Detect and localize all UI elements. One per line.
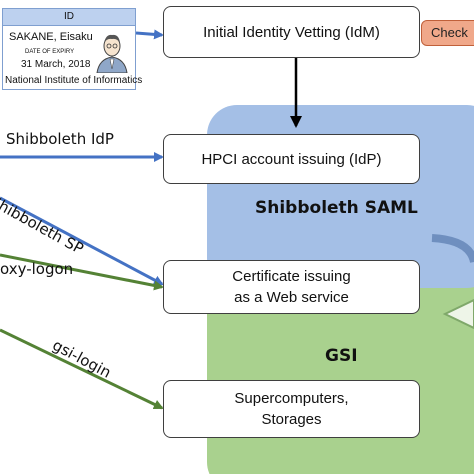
certificate-box-line1: Certificate issuing [232, 268, 351, 285]
arrow-id-to-idm [135, 29, 164, 40]
check-tag: Check [421, 20, 474, 46]
id-card-expiry-label: DATE OF EXPIRY [25, 49, 75, 55]
supercomputers-box-line1: Supercomputers, [234, 390, 349, 407]
idp-box: HPCI account issuing (IdP) [163, 134, 420, 184]
id-card-institution: National Institute of Informatics [5, 75, 143, 86]
person-photo-icon [95, 29, 129, 73]
idp-box-label: HPCI account issuing (IdP) [201, 150, 382, 168]
id-card-name: SAKANE, Eisaku [9, 31, 93, 43]
gsi-zone-title: GSI [325, 346, 358, 366]
label-proxy-logon: oxy-logon [0, 260, 74, 278]
label-shibboleth-idp: Shibboleth IdP [6, 130, 114, 148]
id-card-header: ID [3, 9, 135, 26]
curved-arrow-left [442, 298, 474, 330]
arrow-gsi-login [0, 328, 164, 410]
curved-arrow-down [431, 234, 474, 264]
certificate-box: Certificate issuing as a Web service [163, 260, 420, 314]
idm-box-label: Initial Identity Vetting (IdM) [203, 23, 380, 41]
id-card: ID SAKANE, Eisaku DATE OF EXPIRY 31 Marc… [2, 8, 142, 90]
supercomputers-box: Supercomputers, Storages [163, 380, 420, 438]
supercomputers-box-line2: Storages [261, 411, 322, 428]
arrow-proxy-logon [0, 253, 164, 291]
id-card-expiry-date: 31 March, 2018 [21, 59, 91, 70]
saml-zone-title: Shibboleth SAML [255, 198, 418, 218]
idm-box: Initial Identity Vetting (IdM) [163, 6, 420, 58]
certificate-box-line2: as a Web service [234, 289, 349, 306]
arrow-shib-sp [0, 196, 164, 286]
